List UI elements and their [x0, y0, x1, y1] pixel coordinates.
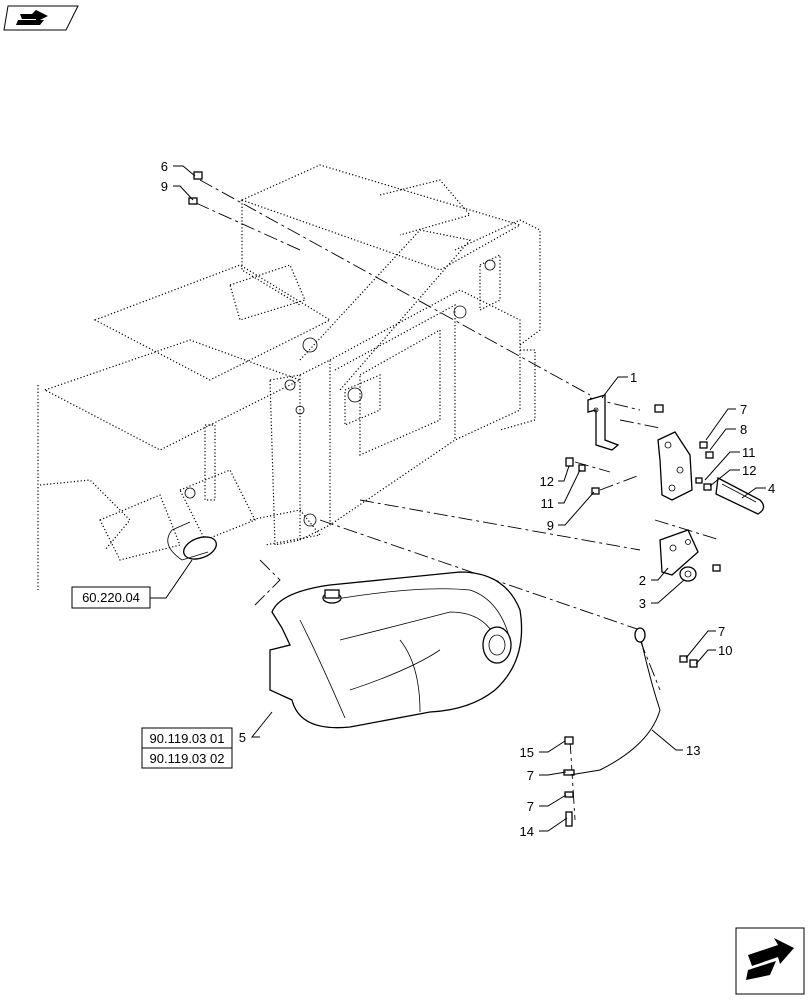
- callout-12: 12: [742, 463, 756, 478]
- roller-part-3: [679, 566, 697, 582]
- callout-7: 7: [527, 799, 534, 814]
- callout-13: 13: [686, 743, 700, 758]
- reference-90-119-03-02[interactable]: 90.119.03 02: [141, 747, 233, 769]
- fasteners: [188, 171, 721, 827]
- callout-5: 5: [239, 730, 246, 745]
- pivot-cylinder: [167, 521, 217, 561]
- next-page-arrow-icon[interactable]: [735, 927, 805, 995]
- callout-7: 7: [527, 768, 534, 783]
- bracket-part-1: [587, 394, 620, 451]
- machine-frame: [37, 164, 541, 590]
- callout-9: 9: [547, 518, 554, 533]
- callout-3: 3: [639, 596, 646, 611]
- callout-4: 4: [768, 481, 775, 496]
- reference-60-220-04[interactable]: 60.220.04: [71, 586, 151, 609]
- callout-11: 11: [742, 445, 756, 460]
- svg-text:90.119.03 01: 90.119.03 01: [150, 731, 225, 746]
- book-navigation-icon[interactable]: [3, 5, 79, 31]
- callout-12: 12: [540, 474, 554, 489]
- callout-14: 14: [520, 824, 534, 839]
- callout-1: 1: [630, 370, 637, 385]
- leader-lines: [150, 165, 766, 832]
- callout-8: 8: [740, 422, 747, 437]
- callout-6: 6: [161, 159, 168, 174]
- callout-2: 2: [639, 573, 646, 588]
- callout-labels: 6 9 1 7 8 11 12 4 12 11 9 2 3 7 10 13 15…: [161, 159, 775, 839]
- callout-7: 7: [740, 402, 747, 417]
- reference-90-119-03-01[interactable]: 90.119.03 01: [141, 727, 233, 749]
- svg-text:60.220.04: 60.220.04: [82, 590, 140, 605]
- cable-part-13: [569, 627, 661, 776]
- plate-part-2: [659, 529, 699, 576]
- callout-10: 10: [718, 643, 732, 658]
- callout-11: 11: [541, 496, 555, 511]
- callout-7: 7: [718, 624, 725, 639]
- assembly-lines: [195, 179, 721, 821]
- svg-text:90.119.03 02: 90.119.03 02: [150, 751, 225, 766]
- callout-9: 9: [161, 179, 168, 194]
- mounting-plate: [657, 431, 693, 501]
- callout-15: 15: [520, 745, 534, 760]
- hydraulic-tank: [269, 571, 523, 729]
- latch-part-4: [715, 476, 765, 515]
